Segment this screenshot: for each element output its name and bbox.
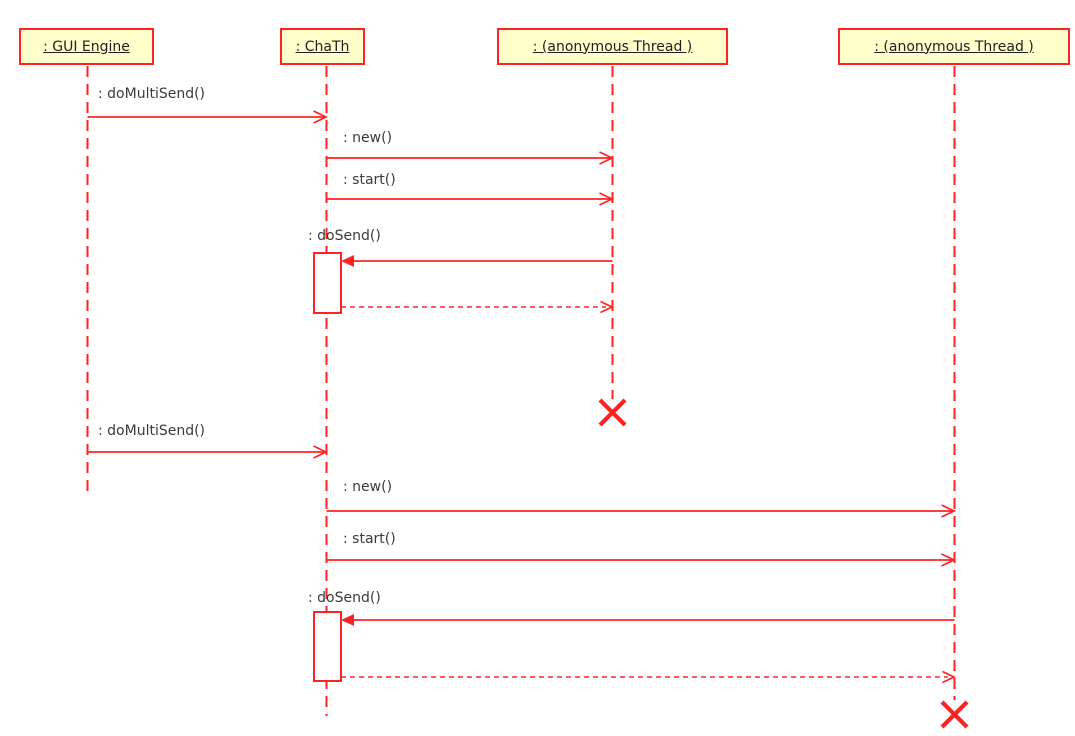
message-label-start-1: : start() bbox=[343, 172, 396, 188]
message-arrow-domultisend-1 bbox=[87, 110, 328, 124]
return-arrow-1 bbox=[341, 300, 614, 314]
message-label-domultisend-2: : doMultiSend() bbox=[98, 423, 206, 439]
lifeline-head-anon-thread-2: : (anonymous Thread ) bbox=[838, 28, 1070, 65]
message-arrow-start-2 bbox=[326, 553, 956, 567]
activation-bar-1 bbox=[313, 252, 342, 314]
lifeline-label: : ChaTh bbox=[295, 38, 350, 55]
destruction-x-icon-anon-thread-2 bbox=[940, 700, 969, 729]
message-arrow-start-1 bbox=[326, 192, 614, 206]
destruction-x-icon-anon-thread-1 bbox=[598, 398, 627, 427]
message-label-start-2: : start() bbox=[343, 531, 396, 547]
message-arrow-new-2 bbox=[326, 504, 956, 518]
message-label-domultisend-1: : doMultiSend() bbox=[98, 86, 206, 102]
lifeline-head-gui-engine: : GUI Engine bbox=[19, 28, 154, 65]
lifeline-label: : (anonymous Thread ) bbox=[532, 38, 693, 55]
lifeline-head-chath: : ChaTh bbox=[280, 28, 365, 65]
return-arrow-2 bbox=[341, 670, 956, 684]
message-label-dosend-1: : doSend() bbox=[308, 228, 381, 244]
message-arrow-new-1 bbox=[326, 151, 614, 165]
lifeline-head-anon-thread-1: : (anonymous Thread ) bbox=[497, 28, 728, 65]
message-label-dosend-2: : doSend() bbox=[308, 590, 381, 606]
message-arrow-dosend-2 bbox=[341, 614, 955, 626]
message-label-new-1: : new() bbox=[343, 130, 393, 146]
activation-bar-2 bbox=[313, 611, 342, 682]
message-arrow-domultisend-2 bbox=[87, 445, 328, 459]
message-label-new-2: : new() bbox=[343, 479, 393, 495]
lifeline-label: : (anonymous Thread ) bbox=[874, 38, 1034, 55]
lifeline-label: : GUI Engine bbox=[43, 38, 130, 55]
message-arrow-dosend-1 bbox=[341, 255, 613, 267]
